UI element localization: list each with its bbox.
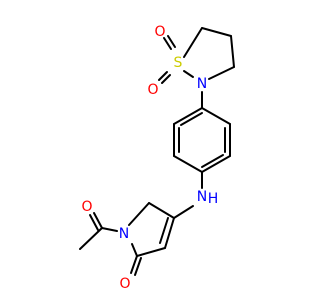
bond-n1-acetyl — [101, 227, 118, 232]
bond-acetyl-o-1 — [93, 212, 103, 229]
bond-s-o-top-2 — [163, 37, 172, 50]
bond-s-o-top-1 — [167, 35, 176, 48]
bond-s-c5 — [183, 27, 203, 58]
bond-n1-c2 — [131, 243, 138, 257]
atom-labels: O S O N N H O N O — [81, 24, 218, 292]
bond-ph-6 — [173, 107, 203, 125]
nitrogen-atom-isothiazolidine: N — [197, 76, 207, 92]
bond-c4-c5 — [148, 202, 175, 219]
bond-n-s — [183, 70, 194, 78]
bond-c2-o-1 — [130, 255, 138, 274]
hydrogen-atom-amine: H — [208, 191, 219, 207]
bond-ph-1 — [201, 107, 231, 125]
bond-s-o-left-2 — [161, 74, 171, 84]
bond-c3-c4 — [164, 217, 175, 249]
nitrogen-atom-amine: N — [197, 189, 207, 205]
bond-c3-n — [208, 66, 235, 80]
bond-ph-4 — [173, 155, 203, 173]
nitrogen-atom-pyrrolinone: N — [119, 226, 129, 242]
oxygen-atom-sulfonyl-top: O — [154, 24, 165, 40]
bond-s-o-left-1 — [158, 71, 168, 81]
bond-ph-3-inner — [201, 154, 224, 168]
bond-acetyl-methyl — [79, 227, 103, 250]
oxygen-atom-sulfonyl-left: O — [147, 82, 158, 98]
bonds — [79, 27, 235, 276]
bond-nh-c4 — [173, 205, 194, 219]
sulfur-atom: S — [174, 55, 183, 71]
bond-acetyl-o-2 — [89, 214, 99, 231]
bond-c3-c4-inner — [159, 217, 169, 244]
bond-c5-n1 — [128, 202, 150, 226]
bond-ph-6-inner — [180, 112, 203, 126]
molecule-structure-canvas: O S O N N H O N O — [79, 24, 235, 292]
bond-c4-c3 — [230, 35, 235, 68]
bond-c5-c4 — [201, 27, 232, 37]
oxygen-atom-carbonyl: O — [119, 276, 130, 292]
bond-c2-o-2 — [134, 257, 142, 276]
bond-c2-c3 — [136, 247, 166, 257]
molecule-structure: O S O N N H O N O — [79, 24, 235, 292]
oxygen-atom-acetyl: O — [81, 199, 92, 215]
bond-ph-3 — [201, 155, 231, 173]
